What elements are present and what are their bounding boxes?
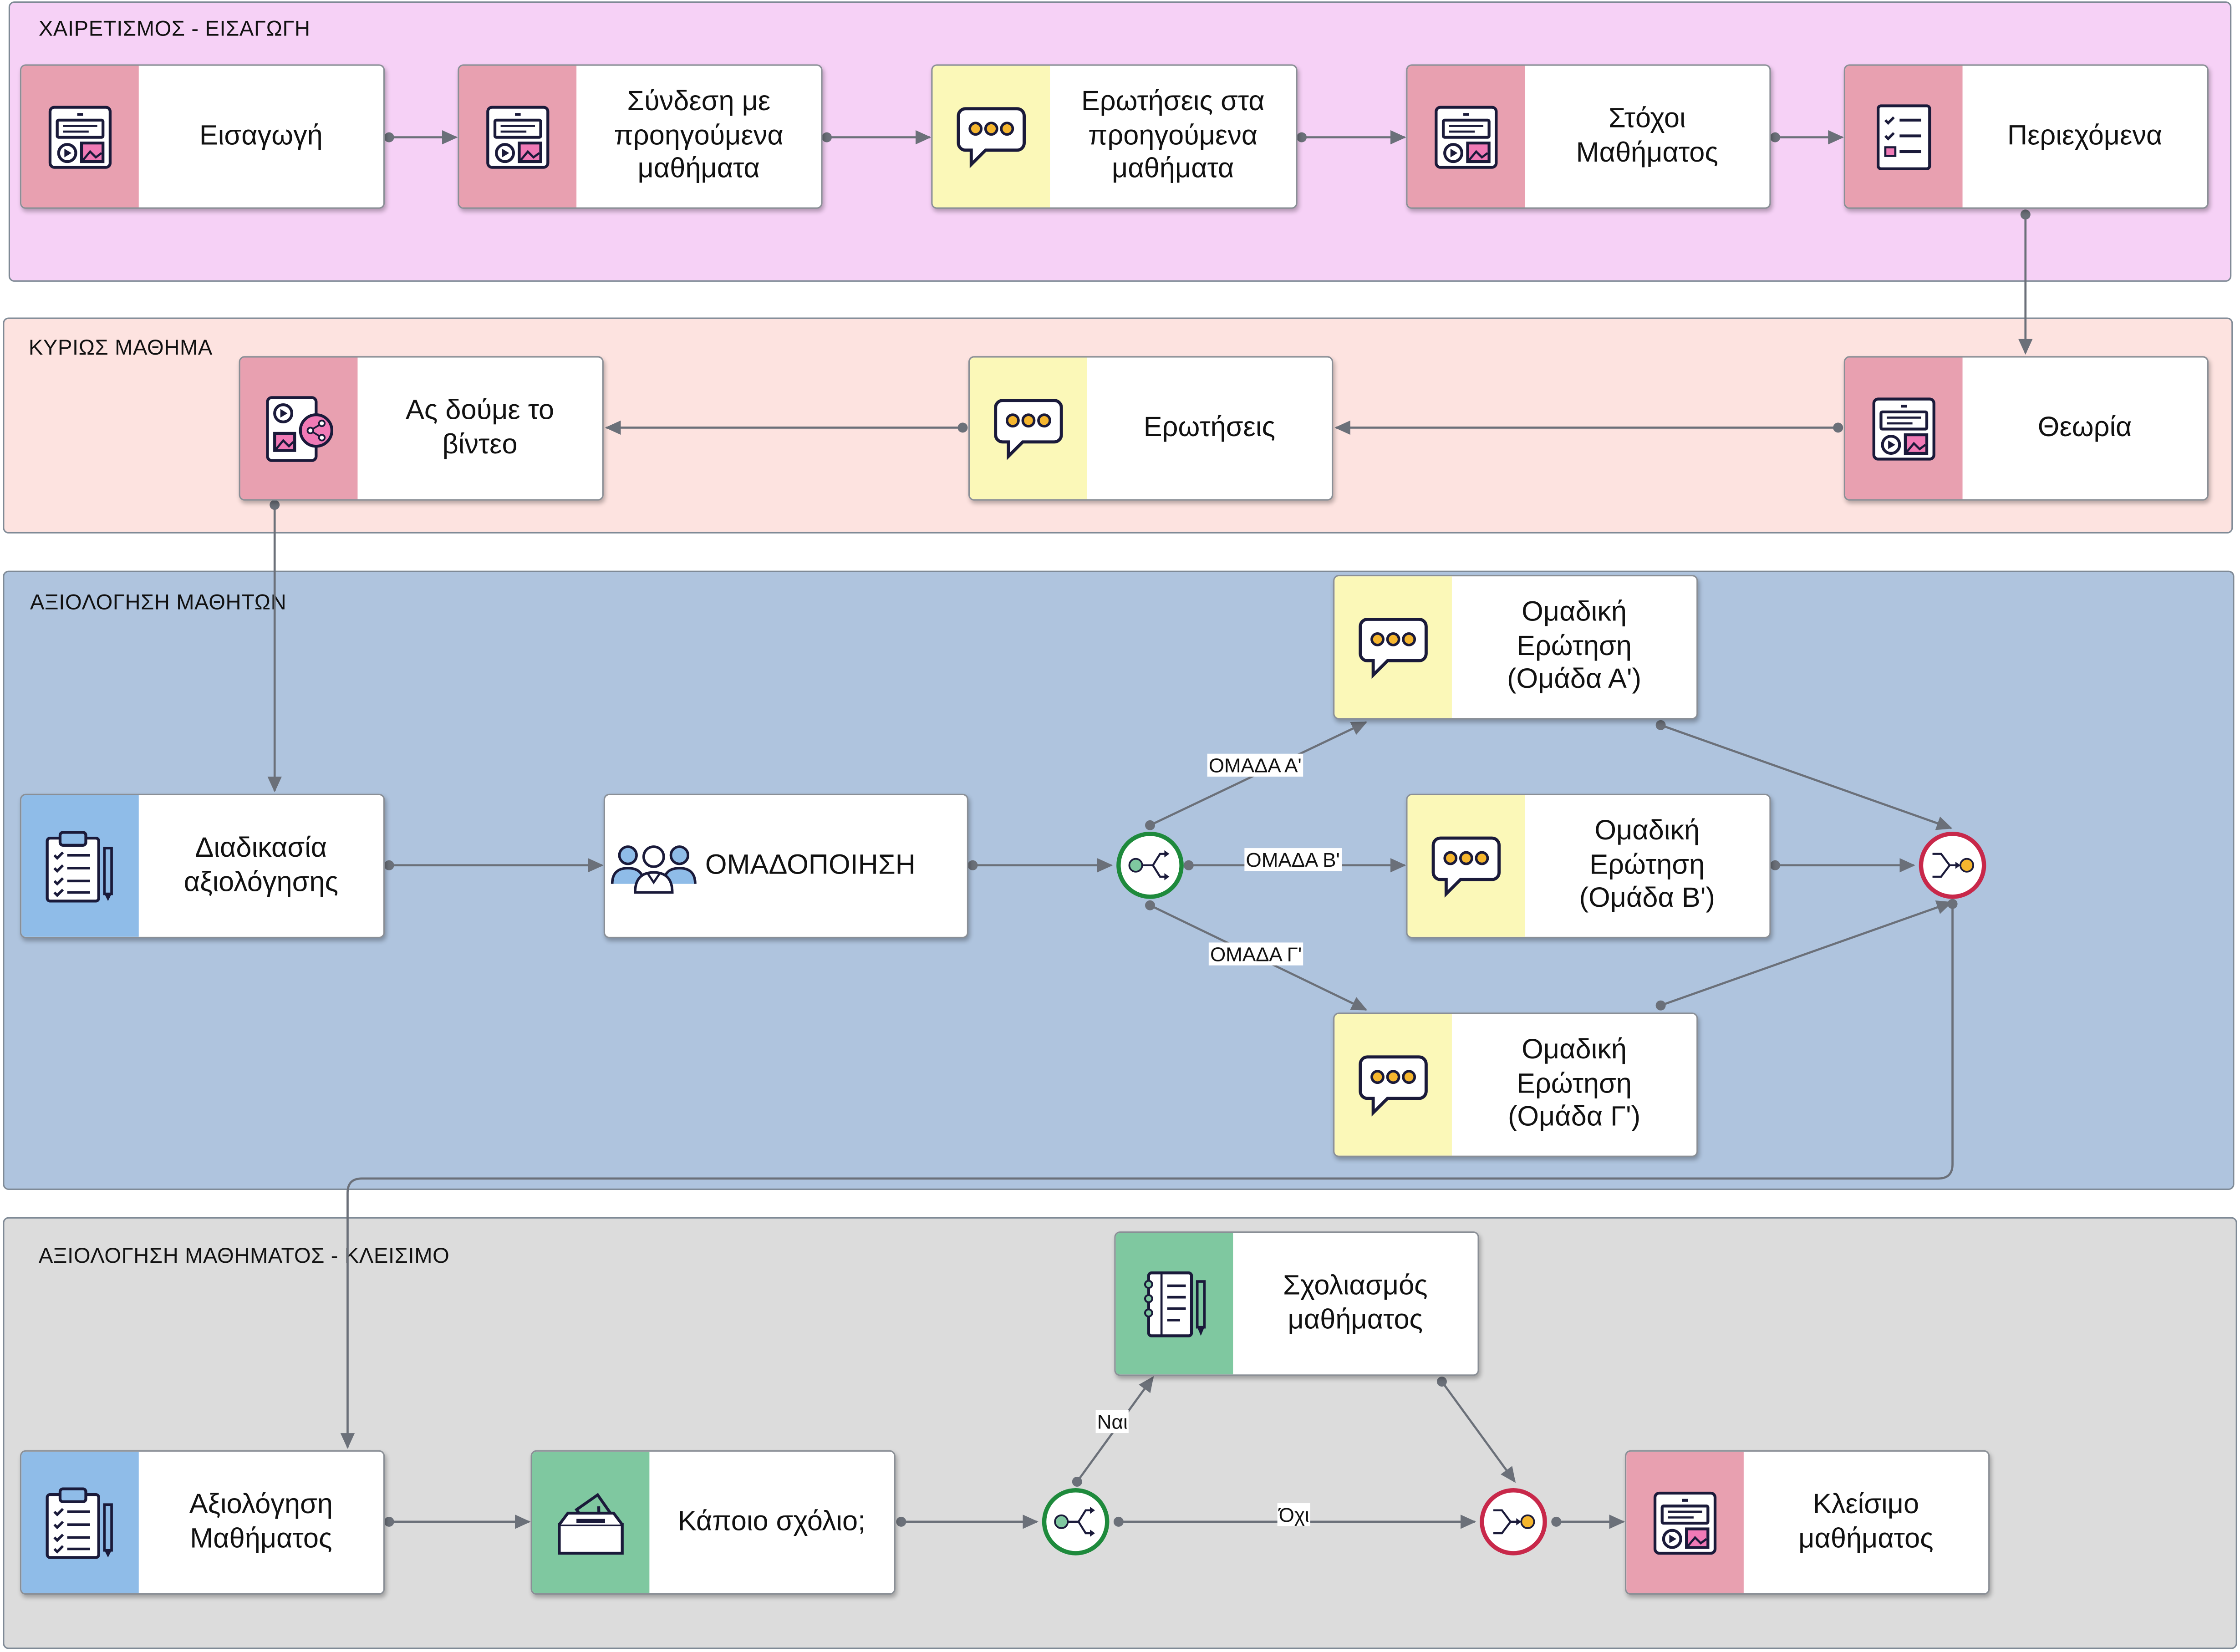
- lane-title: ΑΞΙΟΛΟΓΗΣΗ ΜΑΘΗΜΑΤΟΣ - ΚΛΕΙΣΙΜΟ: [38, 1244, 450, 1269]
- task-label: Διαδικασία αξιολόγησης: [183, 832, 338, 898]
- ballot-box-icon: [532, 1451, 650, 1593]
- edge-label-oxi: Όχι: [1277, 1503, 1311, 1526]
- chat-bubble-icon: [970, 357, 1087, 499]
- chat-bubble-icon: [1334, 1014, 1452, 1156]
- task-diadikasia[interactable]: Διαδικασία αξιολόγησης: [20, 793, 385, 939]
- task-omada-b[interactable]: Ομαδική Ερώτηση (Ομάδα Β'): [1406, 793, 1771, 939]
- task-label: Κάποιο σχόλιο;: [677, 1505, 866, 1537]
- task-theoria[interactable]: Θεωρία: [1843, 356, 2209, 501]
- task-periexomena[interactable]: Περιεχόμενα: [1843, 64, 2209, 209]
- edge-label-nai: Ναι: [1095, 1410, 1129, 1433]
- task-sxolio[interactable]: Κάποιο σχόλιο;: [530, 1450, 896, 1595]
- merge-gateway[interactable]: [1477, 1486, 1549, 1557]
- video-share-icon: [240, 357, 358, 499]
- clipboard-icon: [21, 795, 139, 937]
- task-label: Σύνδεση με προηγούμενα μαθήματα: [614, 85, 784, 185]
- task-label: ΟΜΑΔΟΠΟΙΗΣΗ: [705, 849, 916, 881]
- task-label: Αξιολόγηση Μαθήματος: [189, 1488, 333, 1554]
- task-label: Ομαδική Ερώτηση (Ομάδα Γ'): [1507, 1033, 1641, 1134]
- presentation-icon: [1626, 1451, 1744, 1593]
- presentation-icon: [21, 66, 139, 208]
- task-omada-g[interactable]: Ομαδική Ερώτηση (Ομάδα Γ'): [1333, 1012, 1698, 1157]
- parallel-split-gateway[interactable]: [1114, 829, 1186, 901]
- lane-title: ΧΑΙΡΕΤΙΣΜΟΣ - ΕΙΣΑΓΩΓΗ: [38, 17, 311, 42]
- merge-gateway[interactable]: [1917, 829, 1988, 901]
- chat-bubble-icon: [1407, 795, 1525, 937]
- edge-omada-g-merge: [1660, 900, 1953, 1006]
- task-omada-a[interactable]: Ομαδική Ερώτηση (Ομάδα Α'): [1333, 575, 1698, 720]
- task-erotiseis-prev[interactable]: Ερωτήσεις στα προηγούμενα μαθήματα: [931, 64, 1298, 209]
- task-syndesi[interactable]: Σύνδεση με προηγούμενα μαθήματα: [458, 64, 823, 209]
- task-label: Ομαδική Ερώτηση (Ομάδα Α'): [1507, 596, 1642, 696]
- edge-label-omada-b: ΟΜΑΔΑ Β': [1244, 848, 1342, 871]
- edge-label-omada-g: ΟΜΑΔΑ Γ': [1208, 942, 1303, 966]
- group-icon: [605, 838, 703, 895]
- edge-label-omada-a: ΟΜΑΔΑ Α': [1207, 753, 1303, 777]
- clipboard-icon: [21, 1451, 139, 1593]
- lane-title: ΑΞΙΟΛΟΓΗΣΗ ΜΑΘΗΤΩΝ: [30, 590, 287, 615]
- notebook-icon: [1115, 1233, 1233, 1375]
- task-stoxoi[interactable]: Στόχοι Μαθήματος: [1406, 64, 1771, 209]
- task-label: Εισαγωγή: [199, 119, 323, 151]
- task-label: Σχολιασμός μαθήματος: [1283, 1270, 1428, 1335]
- task-label: Ομαδική Ερώτηση (Ομάδα Β'): [1579, 815, 1715, 915]
- edge-omada-a-merge: [1660, 724, 1953, 830]
- task-label: Ας δούμε το βίντεο: [405, 394, 555, 460]
- task-kleisimo[interactable]: Κλείσιμο μαθήματος: [1625, 1450, 1990, 1595]
- chat-bubble-icon: [1334, 576, 1452, 718]
- task-label: Περιεχόμενα: [2007, 119, 2163, 151]
- task-axiologisi[interactable]: Αξιολόγηση Μαθήματος: [20, 1450, 385, 1595]
- presentation-icon: [1407, 66, 1525, 208]
- exclusive-split-gateway[interactable]: [1040, 1486, 1111, 1557]
- checklist-icon: [1845, 66, 1963, 208]
- task-label: Θεωρία: [2037, 411, 2132, 443]
- lane-title: ΚΥΡΙΩΣ ΜΑΘΗΜΑ: [28, 336, 213, 361]
- task-sxoliasmos[interactable]: Σχολιασμός μαθήματος: [1114, 1231, 1479, 1376]
- presentation-icon: [459, 66, 577, 208]
- task-omadopoiisi[interactable]: ΟΜΑΔΟΠΟΙΗΣΗ: [603, 793, 968, 939]
- task-video[interactable]: Ας δούμε το βίντεο: [239, 356, 604, 501]
- task-label: Στόχοι Μαθήματος: [1576, 102, 1718, 168]
- edge-merge-axiologisi: [340, 904, 1954, 1449]
- edge-sxoliasmos-merge2: [1441, 1381, 1516, 1483]
- task-label: Κλείσιμο μαθήματος: [1798, 1488, 1934, 1554]
- task-eisagogi[interactable]: Εισαγωγή: [20, 64, 385, 209]
- presentation-icon: [1845, 357, 1963, 499]
- task-label: Ερωτήσεις στα προηγούμενα μαθήματα: [1081, 85, 1265, 185]
- task-erotiseis[interactable]: Ερωτήσεις: [968, 356, 1334, 501]
- chat-bubble-icon: [932, 66, 1050, 208]
- task-label: Ερωτήσεις: [1143, 411, 1276, 443]
